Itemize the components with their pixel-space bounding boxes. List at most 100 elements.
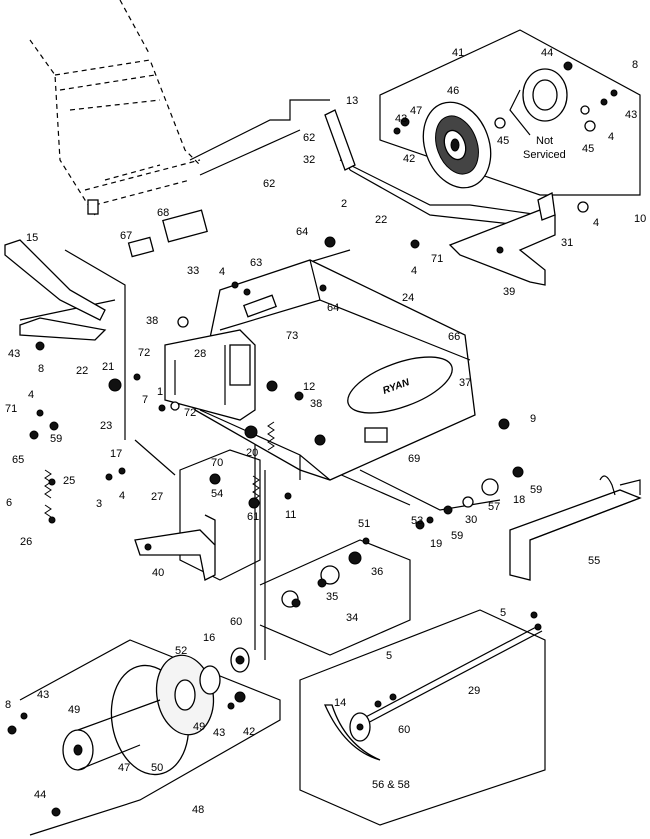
part-label: 35: [326, 591, 338, 603]
part-label: 7: [142, 394, 148, 406]
part-label: 72: [184, 407, 196, 419]
part-label: 49: [68, 704, 80, 716]
part-label: 59: [50, 433, 62, 445]
part-label: 59: [530, 484, 542, 496]
part-label: 72: [138, 347, 150, 359]
part-label: 40: [152, 567, 164, 579]
part-label: 43: [625, 109, 637, 121]
part-label: 38: [146, 315, 158, 327]
part-label: 14: [334, 697, 346, 709]
part-label: 62: [263, 178, 275, 190]
part-label: 49: [193, 721, 205, 733]
part-label: 18: [513, 494, 525, 506]
part-label: 44: [541, 47, 553, 59]
rear-wheel-top: [422, 68, 568, 189]
part-label: 4: [593, 217, 599, 229]
part-label: 4: [411, 265, 417, 277]
part-label: 47: [410, 105, 422, 117]
part-label: 38: [310, 398, 322, 410]
part-label: 31: [561, 237, 573, 249]
part-label: 57: [488, 501, 500, 513]
part-label: 43: [395, 113, 407, 125]
part-label: 13: [346, 95, 358, 107]
part-label: 34: [346, 612, 358, 624]
part-label: 8: [632, 59, 638, 71]
part-label: 55: [588, 555, 600, 567]
part-label: 71: [5, 403, 17, 415]
label-serviced: Serviced: [523, 149, 566, 161]
part-label: 33: [187, 265, 199, 277]
part-label: 73: [286, 330, 298, 342]
part-label: 19: [430, 538, 442, 550]
part-label: 39: [503, 286, 515, 298]
part-label: 5: [500, 607, 506, 619]
front-wheel-bottom: [62, 647, 250, 776]
part-label: 70: [211, 457, 223, 469]
part-label: 22: [76, 365, 88, 377]
part-label: 42: [403, 153, 415, 165]
part-label: 71: [431, 253, 443, 265]
part-label: 51: [358, 518, 370, 530]
part-label: 10: [634, 213, 646, 225]
mount-bracket: [134, 514, 216, 581]
part-label: 22: [375, 214, 387, 226]
part-label: 67: [120, 230, 132, 242]
part-label: 61: [247, 511, 259, 523]
part-label: 56 & 58: [372, 779, 410, 791]
part-label: 62: [303, 132, 315, 144]
part-label: 41: [452, 47, 464, 59]
part-label: 64: [296, 226, 308, 238]
part-label: 17: [110, 448, 122, 460]
part-label: 64: [327, 302, 339, 314]
handle-frame-outline: [29, 0, 201, 216]
part-label: 45: [497, 135, 509, 147]
part-label: 6: [6, 497, 12, 509]
part-labels: 41 44 8 13 46 47 43 43 45 4 62 32 42 Not…: [5, 47, 646, 816]
part-label: 26: [20, 536, 32, 548]
part-label: 65: [12, 454, 24, 466]
part-label: 4: [119, 490, 125, 502]
part-label: 68: [157, 207, 169, 219]
part-label: 53: [411, 515, 423, 527]
part-label: 46: [447, 85, 459, 97]
shaft-and-tines: [323, 623, 543, 761]
part-label: 43: [213, 727, 225, 739]
part-label: 20: [246, 447, 258, 459]
part-label: 44: [34, 789, 46, 801]
part-label: 12: [303, 381, 315, 393]
part-label: 60: [398, 724, 410, 736]
part-label: 25: [63, 475, 75, 487]
part-label: 9: [530, 413, 536, 425]
part-label: 43: [8, 348, 20, 360]
part-label: 42: [243, 726, 255, 738]
part-label: 60: [230, 616, 242, 628]
part-label: 3: [96, 498, 102, 510]
part-label: 11: [285, 509, 296, 521]
part-label: 52: [175, 645, 187, 657]
part-label: 37: [459, 377, 471, 389]
part-label: 48: [192, 804, 204, 816]
label-not: Not: [536, 135, 553, 147]
part-label: 59: [451, 530, 463, 542]
part-label: 8: [38, 363, 44, 375]
roller-bracket: [509, 475, 642, 581]
part-label: 54: [211, 488, 223, 500]
part-label: 47: [118, 762, 130, 774]
hardware-dots: [7, 61, 618, 817]
part-label: 50: [151, 762, 163, 774]
wheel-arm: [324, 109, 556, 286]
part-label: 69: [408, 453, 420, 465]
part-label: 8: [5, 699, 11, 711]
part-label: 45: [582, 143, 594, 155]
part-label: 4: [219, 266, 225, 278]
part-label: 43: [37, 689, 49, 701]
part-label: 2: [341, 198, 347, 210]
part-label: 15: [26, 232, 38, 244]
part-label: 63: [250, 257, 262, 269]
part-label: 5: [386, 650, 392, 662]
springs: [44, 421, 275, 518]
deck-housing: RYAN: [127, 209, 476, 481]
part-label: 36: [371, 566, 383, 578]
part-label: 21: [102, 361, 114, 373]
part-label: 1: [157, 386, 163, 398]
